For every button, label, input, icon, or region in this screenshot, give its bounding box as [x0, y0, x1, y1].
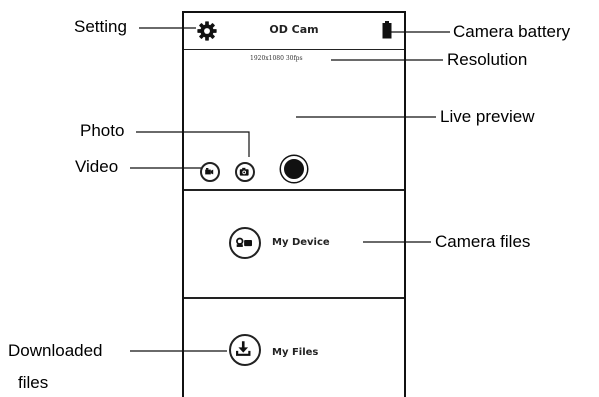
callout-live-preview: Live preview — [440, 107, 535, 126]
my-device-label[interactable]: My Device — [272, 237, 330, 248]
video-mode-button[interactable] — [200, 162, 220, 182]
callout-downloaded-files-line2: files — [18, 373, 49, 392]
phone-screen: OD Cam 1920x1080 30fps My Device — [182, 11, 406, 397]
shutter-button[interactable] — [281, 156, 307, 182]
app-title: OD Cam — [269, 23, 319, 36]
callout-downloaded-files-line1: Downloaded — [8, 341, 103, 360]
my-device-button[interactable] — [229, 227, 261, 259]
my-files-button[interactable] — [229, 334, 261, 366]
battery-icon — [382, 21, 392, 39]
gear-icon[interactable] — [196, 20, 218, 42]
download-icon — [236, 341, 251, 356]
camera-device-icon — [236, 237, 252, 247]
divider-bottom — [184, 297, 404, 299]
photo-camera-icon — [239, 167, 249, 176]
top-bar: OD Cam — [184, 13, 404, 50]
resolution-label: 1920x1080 30fps — [250, 55, 303, 62]
divider-top — [184, 189, 404, 191]
callout-photo: Photo — [80, 121, 125, 140]
video-camera-icon — [205, 168, 214, 175]
callout-camera-battery: Camera battery — [453, 22, 571, 41]
callout-resolution: Resolution — [447, 50, 528, 69]
callout-video: Video — [75, 157, 119, 176]
callout-camera-files: Camera files — [435, 232, 531, 251]
photo-mode-button[interactable] — [235, 162, 255, 182]
callout-setting: Setting — [74, 17, 127, 36]
my-files-label[interactable]: My Files — [272, 347, 319, 358]
